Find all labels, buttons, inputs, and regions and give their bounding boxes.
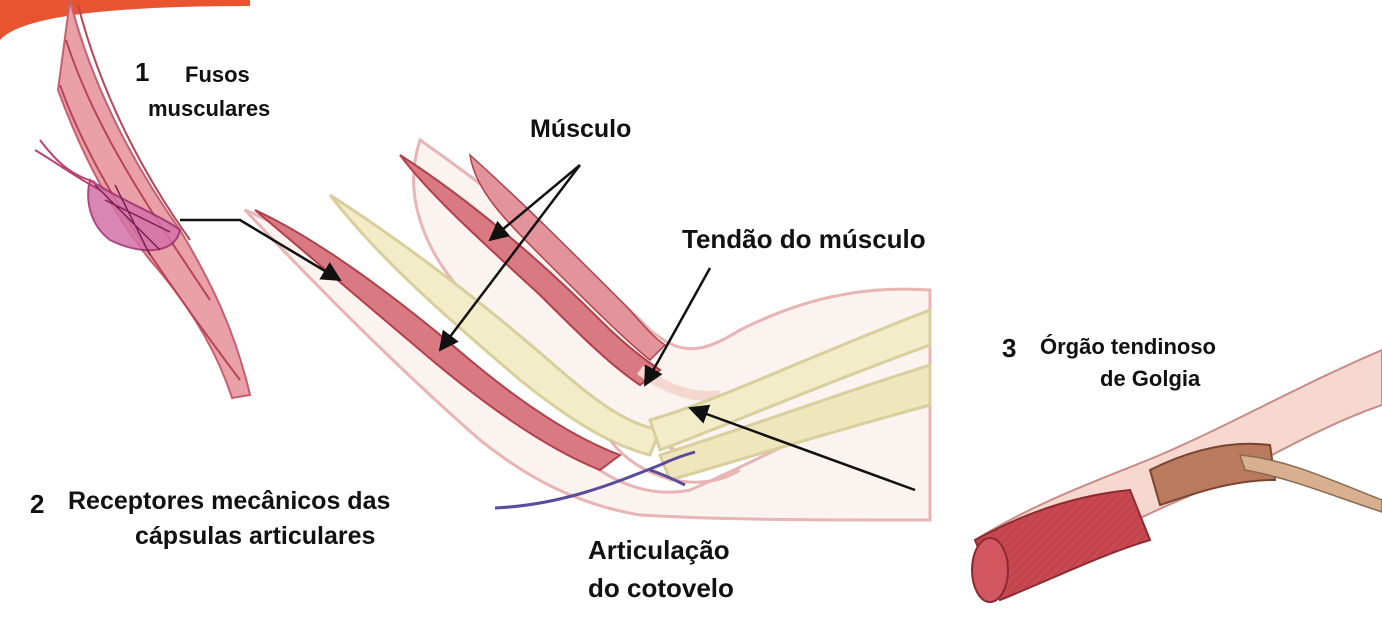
- label-fusos-number: 1: [135, 58, 149, 88]
- label-golgi-line1: Órgão tendinoso: [1040, 334, 1216, 359]
- label-receptores-line1: Receptores mecânicos das: [68, 487, 390, 516]
- label-fusos-line1: Fusos: [185, 62, 250, 87]
- elbow-illustration: [245, 140, 930, 520]
- label-golgi-number: 3: [1002, 334, 1016, 364]
- label-fusos-line2: musculares: [148, 96, 270, 121]
- label-tendao: Tendão do músculo: [682, 225, 926, 255]
- corner-accent: [0, 0, 250, 40]
- label-musculo: Músculo: [530, 115, 631, 144]
- label-receptores-line2: cápsulas articulares: [135, 522, 375, 551]
- label-articulacao-line2: do cotovelo: [588, 574, 734, 604]
- label-receptores-number: 2: [30, 490, 44, 520]
- label-articulacao-line1: Articulação: [588, 536, 730, 566]
- label-golgi-line2: de Golgia: [1100, 366, 1200, 391]
